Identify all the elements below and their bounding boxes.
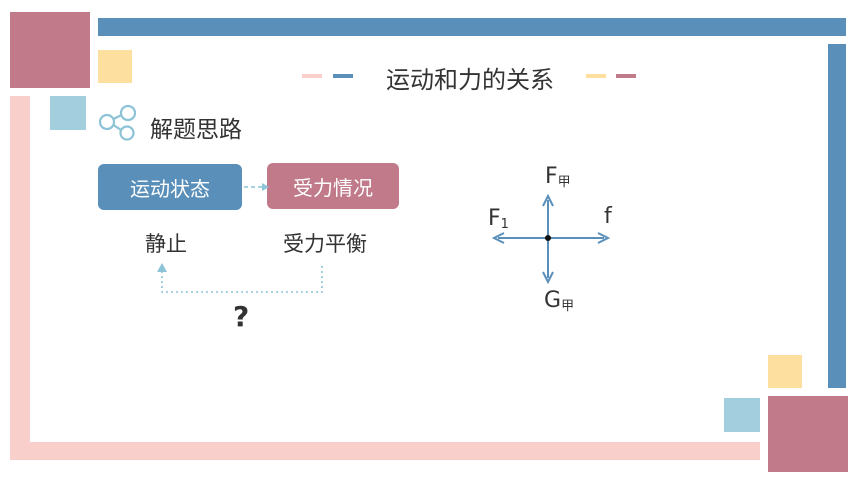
title-dash-yellow	[586, 74, 606, 78]
decor-square-rose-bottom-right	[768, 396, 848, 472]
force-label-down: G甲	[544, 288, 575, 314]
decor-square-rose-top-left	[10, 12, 90, 88]
dotted-bracket	[161, 266, 323, 293]
title-dash-rose	[616, 74, 636, 78]
title-dash-blue	[333, 74, 353, 78]
decor-square-yellow-bottom-right	[768, 355, 802, 388]
left-decor-bar	[10, 96, 30, 442]
bottom-decor-bar	[10, 442, 760, 460]
flow-connectors	[157, 183, 323, 293]
force-origin-point	[545, 235, 551, 241]
force-label-up: F甲	[545, 164, 571, 190]
question-mark: ?	[233, 300, 250, 333]
decor-square-blue-bottom-right	[724, 398, 760, 432]
force-right-arrowhead	[597, 232, 611, 244]
dotted-bracket-arrowhead	[157, 263, 167, 272]
dashed-arrow-head	[262, 183, 269, 191]
top-decor-bar	[98, 18, 846, 36]
slide-title: 运动和力的关系	[386, 66, 554, 94]
force-up-arrowhead	[542, 193, 554, 207]
label-static: 静止	[145, 232, 187, 256]
force-down-arrowhead	[542, 271, 554, 285]
force-left-arrowhead	[491, 232, 505, 244]
force-label-left: F1	[488, 206, 509, 232]
label-force-balance: 受力平衡	[283, 232, 367, 256]
decor-square-yellow-top-left	[98, 50, 132, 83]
force-diagram	[491, 193, 611, 285]
molecule-icon	[98, 104, 137, 141]
decor-square-blue-top-left	[50, 96, 86, 130]
force-label-right: f	[604, 204, 612, 229]
title-dash-pink	[302, 74, 322, 78]
right-decor-bar	[828, 44, 846, 388]
motion-state-box: 运动状态	[98, 164, 242, 210]
section-title: 解题思路	[150, 117, 242, 143]
force-condition-box: 受力情况	[267, 163, 399, 209]
